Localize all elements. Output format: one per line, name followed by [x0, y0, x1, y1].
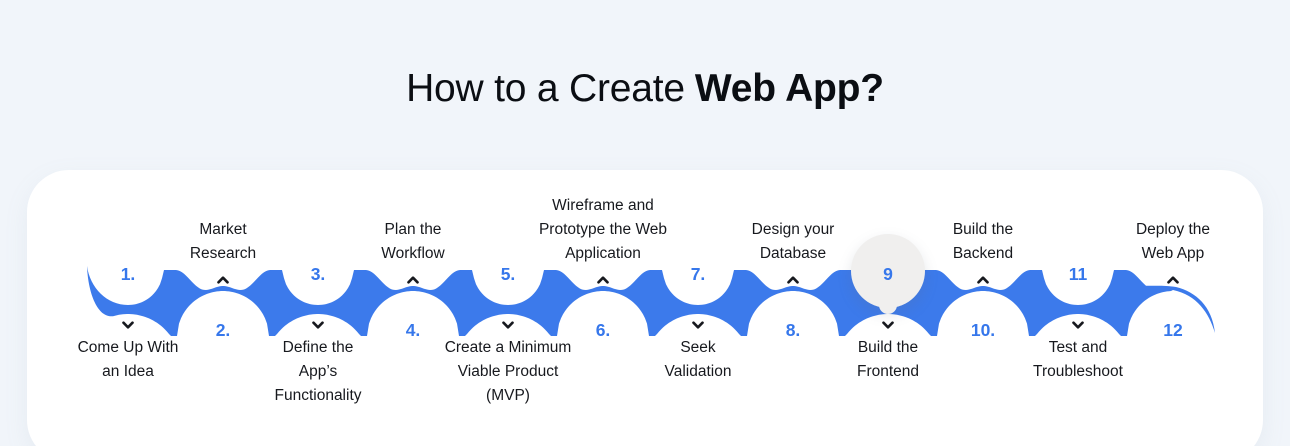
- step-label-line: Troubleshoot: [1033, 363, 1123, 380]
- step-number: 12: [1163, 320, 1183, 340]
- chevron-down-icon: [502, 321, 515, 329]
- step-label-line: App’s: [298, 363, 338, 380]
- step-number: 6.: [595, 320, 611, 340]
- chevron-up-icon: [977, 276, 990, 284]
- step-label-line: Seek: [680, 339, 716, 356]
- step-label-line: Design your: [751, 221, 835, 238]
- step-label-line: Validation: [664, 363, 732, 380]
- step-number: 2.: [215, 320, 231, 340]
- step-label-line: Define the: [282, 339, 354, 356]
- step-label-line: (MVP): [486, 387, 530, 404]
- chevron-down-icon: [122, 321, 135, 329]
- step-number: 11: [1068, 264, 1088, 284]
- step-label-line: Database: [759, 245, 827, 262]
- chevron-down-icon: [882, 321, 895, 329]
- step-label-line: Deploy the: [1135, 221, 1211, 238]
- step-label-line: Come Up With: [77, 339, 179, 356]
- step-number: 10.: [970, 320, 996, 340]
- step-label-line: Research: [189, 245, 257, 262]
- step-highlight-tail: [879, 296, 897, 314]
- step-label-line: Backend: [952, 245, 1014, 262]
- step-label-line: Plan the: [384, 221, 442, 238]
- page-title-bold-text: Web App?: [694, 67, 884, 110]
- chevron-up-icon: [597, 276, 610, 284]
- timeline-ribbon-path: [87, 266, 1215, 336]
- step-number: 1.: [120, 264, 136, 284]
- chevron-up-icon: [407, 276, 420, 284]
- chevron-down-icon: [1072, 321, 1085, 329]
- page-title-regular-text: How to a Create: [406, 67, 685, 110]
- chevron-down-icon: [692, 321, 705, 329]
- step-number: 4.: [405, 320, 421, 340]
- chevron-up-icon: [787, 276, 800, 284]
- step-label-line: Prototype the Web: [538, 221, 668, 238]
- chevron-up-icon: [1167, 276, 1180, 284]
- step-label: Come Up With an Idea: [78, 336, 179, 384]
- step-label-line: Web App: [1141, 245, 1205, 262]
- step-label-line: an Idea: [102, 363, 154, 380]
- step-label-line: Test and: [1048, 339, 1108, 356]
- step-label-line: Build the: [952, 221, 1014, 238]
- step-label-line: Wireframe and: [552, 197, 654, 214]
- step-label-line: Functionality: [274, 387, 362, 404]
- step-label-line: Viable Product: [457, 363, 559, 380]
- step-label-line: Create a Minimum: [444, 339, 572, 356]
- step-highlight-circle: [851, 234, 925, 308]
- step-label-line: Frontend: [856, 363, 920, 380]
- step-number: 5.: [500, 264, 516, 284]
- step-number: 8.: [785, 320, 801, 340]
- step-label-line: Workflow: [381, 245, 445, 262]
- step-number: 7.: [690, 264, 706, 284]
- step-label-line: Market: [199, 221, 247, 238]
- chevron-down-icon: [312, 321, 325, 329]
- step-label-line: Build the: [857, 339, 919, 356]
- chevron-up-icon: [217, 276, 230, 284]
- step-label-line: Application: [565, 245, 641, 262]
- step-number: 9: [883, 264, 893, 284]
- step-number: 3.: [310, 264, 326, 284]
